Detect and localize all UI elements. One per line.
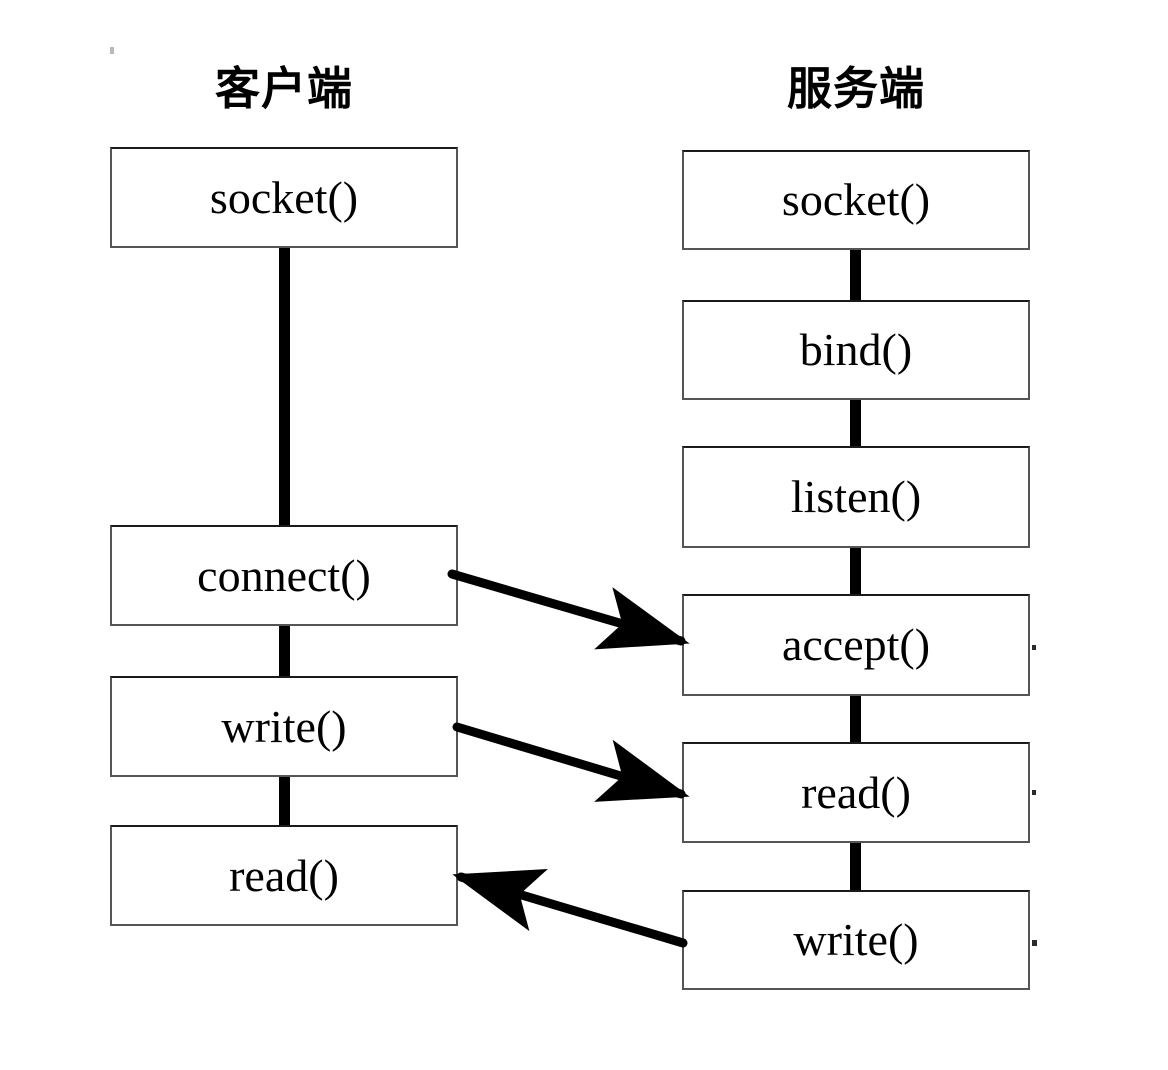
connector-server-accept-read (850, 694, 861, 744)
node-server-read[interactable]: read() (682, 742, 1030, 843)
node-client-connect[interactable]: connect() (110, 525, 458, 626)
node-client-read[interactable]: read() (110, 825, 458, 926)
arrow-server-write-to-client-read (452, 869, 688, 948)
node-server-write[interactable]: write() (682, 890, 1030, 990)
node-label: connect() (197, 549, 371, 601)
node-label: accept() (781, 619, 931, 670)
client-column-title: 客户端 (214, 62, 353, 115)
connector-server-listen-accept (850, 546, 861, 596)
node-server-bind[interactable]: bind() (682, 300, 1030, 400)
node-label: socket() (781, 174, 931, 225)
scan-artifact (1032, 940, 1037, 946)
connector-client-socket-connect (279, 246, 290, 527)
node-label: write() (221, 700, 347, 752)
node-label: bind() (799, 324, 913, 375)
server-column-title: 服务端 (786, 62, 925, 115)
node-server-accept[interactable]: accept() (682, 594, 1030, 696)
arrow-client-write-to-server-read (452, 722, 690, 802)
node-client-socket[interactable]: socket() (110, 147, 458, 248)
node-label: listen() (790, 471, 922, 522)
scan-artifact (110, 47, 114, 54)
node-server-socket[interactable]: socket() (682, 150, 1030, 250)
node-client-write[interactable]: write() (110, 676, 458, 777)
connector-client-connect-write (279, 624, 290, 678)
scan-artifact (1032, 790, 1036, 795)
node-label: read() (229, 849, 339, 901)
connector-server-read-write (850, 841, 861, 892)
node-label: socket() (209, 171, 359, 223)
connector-server-bind-listen (850, 398, 861, 448)
connector-server-socket-bind (850, 248, 861, 302)
arrow-connect-to-accept (447, 569, 690, 650)
node-server-listen[interactable]: listen() (682, 446, 1030, 548)
node-label: write() (793, 914, 919, 965)
scan-artifact (1032, 645, 1036, 650)
connector-client-write-read (279, 775, 290, 827)
node-label: read() (801, 766, 911, 818)
